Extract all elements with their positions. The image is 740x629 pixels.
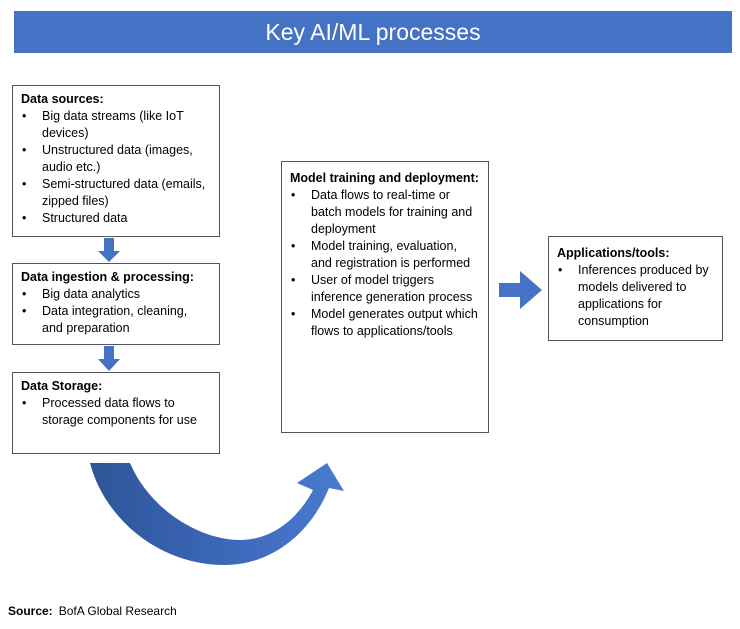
list-item: User of model triggers inference generat… [290,272,480,306]
applications-heading: Applications/tools: [557,246,670,260]
data-sources-box: Data sources: Big data streams (like IoT… [12,85,220,237]
list-item: Model generates output which flows to ap… [290,306,480,340]
list-item: Data flows to real-time or batch models … [290,187,480,238]
right-arrow [499,271,542,309]
list-item: Model training, evaluation, and registra… [290,238,480,272]
ingestion-heading: Data ingestion & processing: [21,270,194,284]
list-item: Big data streams (like IoT devices) [21,108,211,142]
applications-box: Applications/tools: Inferences produced … [548,236,723,341]
list-item: Semi-structured data (emails, zipped fil… [21,176,211,210]
list-item: Inferences produced by models delivered … [557,262,714,330]
source-text: BofA Global Research [58,604,177,618]
source-label: Source: [8,604,53,618]
model-heading: Model training and deployment: [290,171,479,185]
list-item: Structured data [21,210,211,227]
storage-heading: Data Storage: [21,379,103,393]
ingestion-box: Data ingestion & processing: Big data an… [12,263,220,345]
diagram-title: Key AI/ML processes [14,11,732,53]
down-arrow-2 [98,346,120,371]
list-item: Processed data flows to storage componen… [21,395,211,429]
down-arrow-1 [98,238,120,262]
source-note: Source: BofA Global Research [8,604,177,618]
list-item: Unstructured data (images, audio etc.) [21,142,211,176]
storage-box: Data Storage: Processed data flows to st… [12,372,220,454]
list-item: Big data analytics [21,286,211,303]
data-sources-heading: Data sources: [21,92,104,106]
list-item: Data integration, cleaning, and preparat… [21,303,211,337]
curved-arrow [90,463,344,565]
model-box: Model training and deployment: Data flow… [281,161,489,433]
